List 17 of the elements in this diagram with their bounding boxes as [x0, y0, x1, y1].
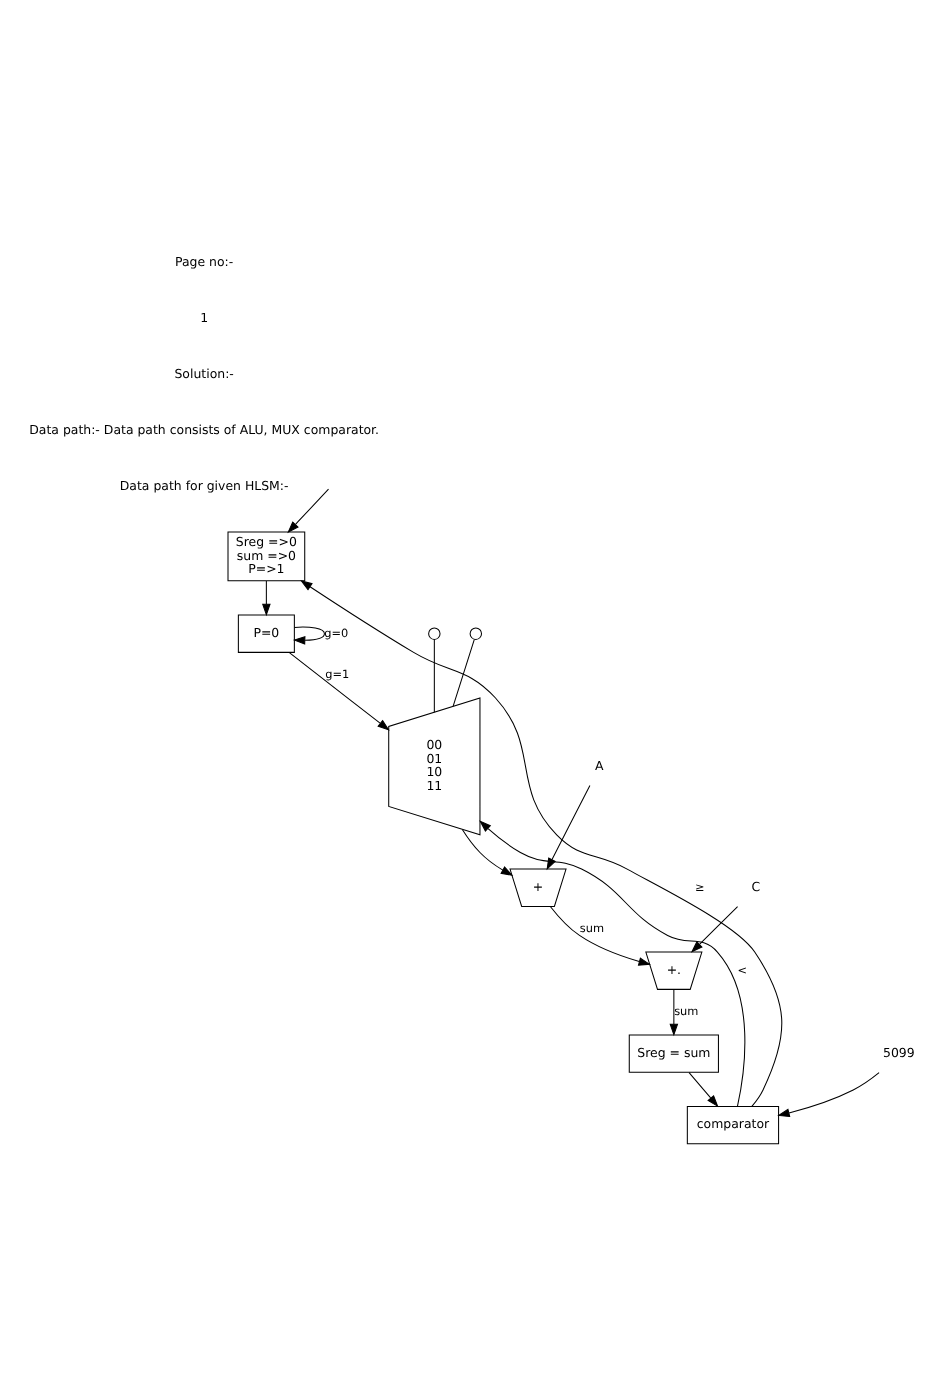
arrow: [550, 906, 651, 966]
arrow: [461, 829, 514, 876]
arrow: [292, 626, 325, 645]
arrow: [479, 820, 746, 1107]
arrow: [546, 785, 591, 871]
arrow: [262, 580, 271, 617]
node-circle: [469, 627, 483, 640]
arrow: [287, 488, 330, 534]
arrow: [300, 580, 783, 1107]
connector: [433, 639, 435, 713]
arrow: [669, 989, 679, 1037]
arrow: [288, 652, 390, 731]
connector: [452, 638, 475, 707]
arrow: [688, 1072, 719, 1108]
arrow: [777, 1072, 880, 1118]
node-circle: [428, 627, 441, 640]
arrow: [690, 906, 739, 953]
